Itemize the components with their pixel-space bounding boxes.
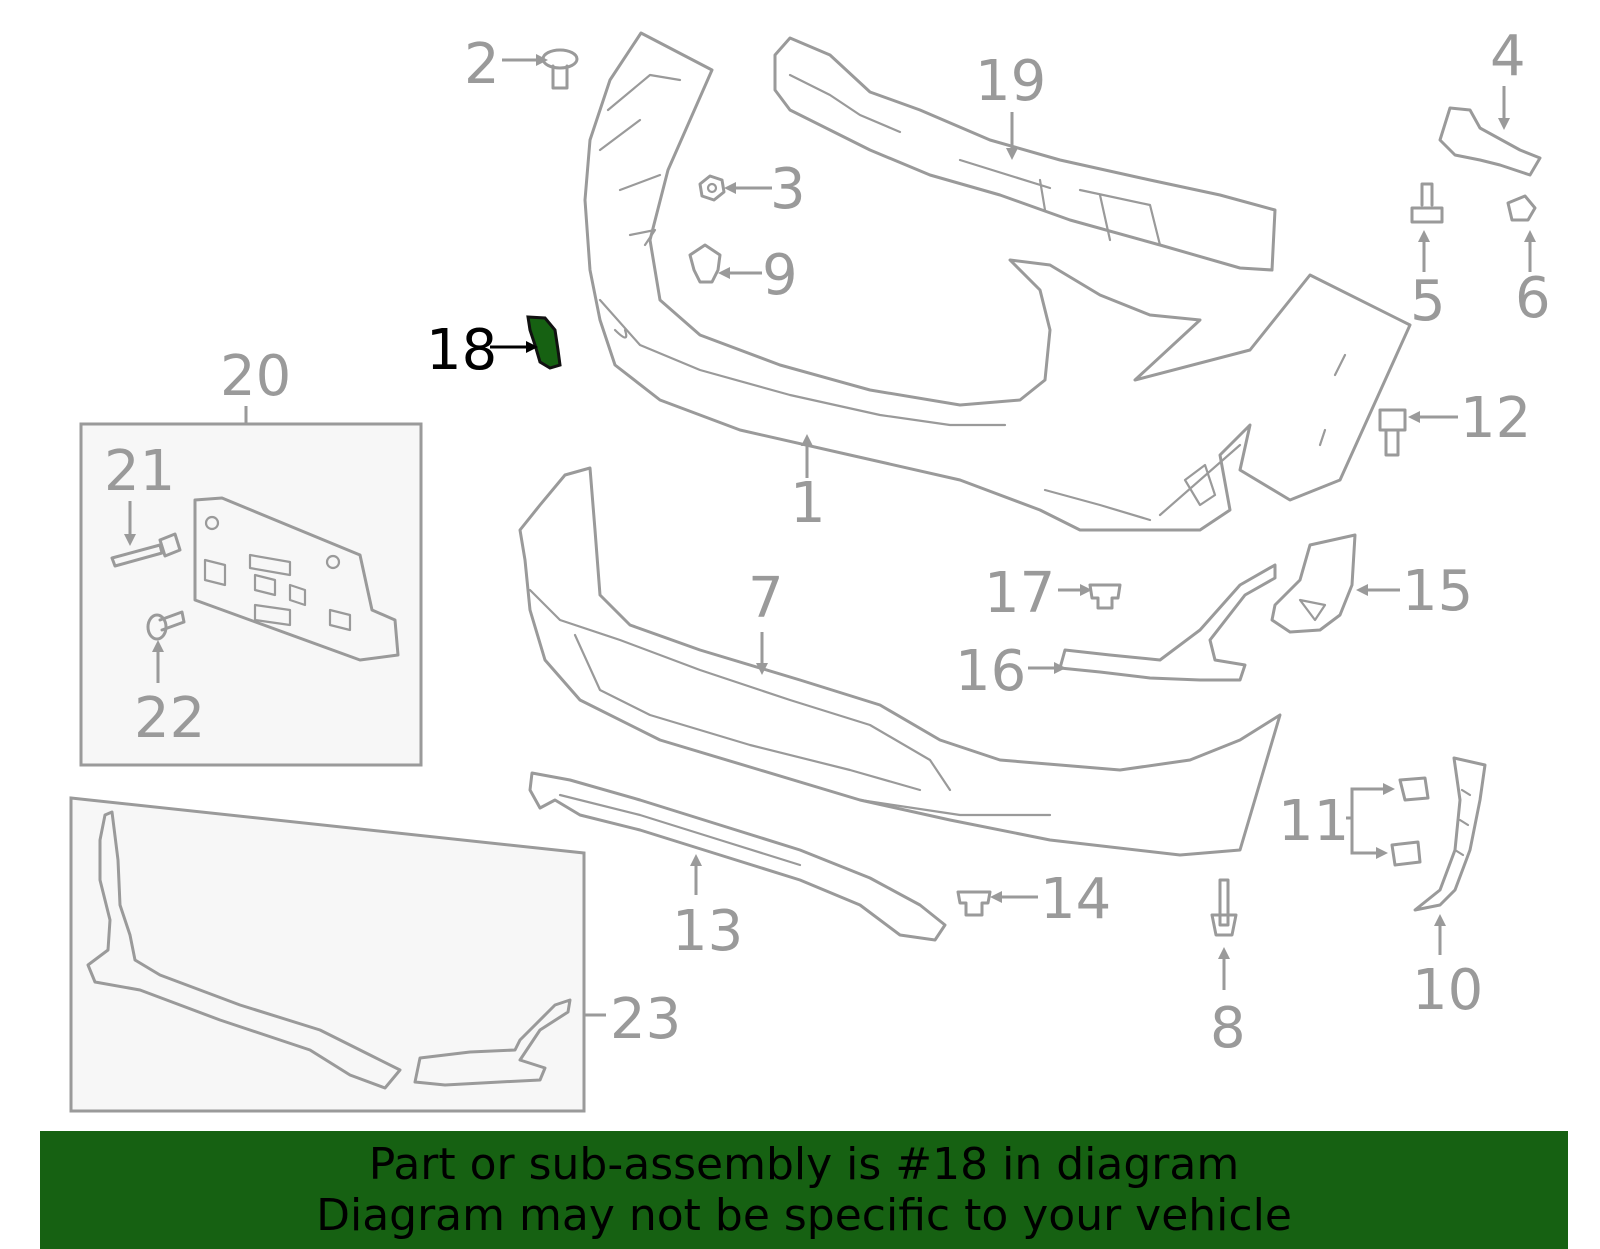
- callout-1: 1: [790, 471, 826, 536]
- callout-12: 12: [1460, 386, 1531, 451]
- part-22-screw[interactable]: [146, 610, 186, 641]
- part-11-clips[interactable]: [1390, 776, 1430, 867]
- callout-16: 16: [955, 639, 1026, 704]
- part-6-nut[interactable]: [1506, 194, 1537, 222]
- callout-8: 8: [1210, 996, 1246, 1061]
- part-2-push-pin[interactable]: [541, 48, 579, 90]
- callout-labels: 1 2 3 4 5 6 7 8 9 10 11 12 13 14 15 16 1…: [104, 24, 1551, 1061]
- callout-18: 18: [426, 318, 497, 383]
- callout-9: 9: [762, 243, 798, 308]
- part-4-bracket[interactable]: [1438, 106, 1542, 177]
- part-21-screw[interactable]: [110, 532, 182, 568]
- callout-5: 5: [1410, 269, 1446, 334]
- callout-17: 17: [984, 561, 1055, 626]
- callout-4: 4: [1490, 24, 1526, 89]
- part-1-bumper-cover[interactable]: [583, 31, 1412, 532]
- part-16-trim[interactable]: [1058, 563, 1277, 682]
- callout-20: 20: [220, 344, 291, 409]
- part-9-clip[interactable]: [688, 243, 722, 284]
- banner-line-1: Part or sub-assembly is #18 in diagram: [368, 1139, 1240, 1190]
- part-19-energy-absorber[interactable]: [773, 36, 1277, 272]
- callout-10: 10: [1412, 958, 1483, 1023]
- callout-22: 22: [134, 686, 205, 751]
- callout-11: 11: [1278, 789, 1349, 854]
- part-7-lower-fascia[interactable]: [518, 466, 1282, 857]
- box-license-bracket-kit: [79, 422, 423, 767]
- callout-23: 23: [610, 987, 681, 1052]
- callout-14: 14: [1040, 867, 1111, 932]
- part-12-bolt[interactable]: [1378, 408, 1407, 457]
- part-15-grille-insert[interactable]: [1270, 533, 1357, 634]
- part-5-bolt[interactable]: [1410, 182, 1444, 224]
- info-banner: Part or sub-assembly is #18 in diagram D…: [40, 1131, 1568, 1249]
- part-3-nut[interactable]: [698, 174, 726, 202]
- callout-2: 2: [464, 32, 500, 97]
- callout-21: 21: [104, 439, 175, 504]
- part-17-clip[interactable]: [1088, 583, 1122, 610]
- callout-15: 15: [1402, 559, 1473, 624]
- callout-19: 19: [975, 49, 1046, 114]
- part-23-grille-trim[interactable]: [86, 810, 572, 1090]
- part-13-skid-plate[interactable]: [528, 771, 947, 942]
- banner-line-2: Diagram may not be specific to your vehi…: [316, 1190, 1292, 1241]
- part-20-license-bracket[interactable]: [193, 496, 400, 662]
- box-grille-trim-kit: [69, 796, 586, 1113]
- callout-7: 7: [748, 566, 784, 631]
- callout-6: 6: [1515, 266, 1551, 331]
- callout-3: 3: [770, 157, 806, 222]
- callout-13: 13: [672, 899, 743, 964]
- part-14-clip[interactable]: [956, 890, 992, 917]
- part-18-highlighted[interactable]: [526, 315, 562, 370]
- leader-lines: [124, 54, 1536, 1017]
- part-10-side-bracket[interactable]: [1413, 756, 1487, 912]
- part-8-pin[interactable]: [1210, 878, 1238, 937]
